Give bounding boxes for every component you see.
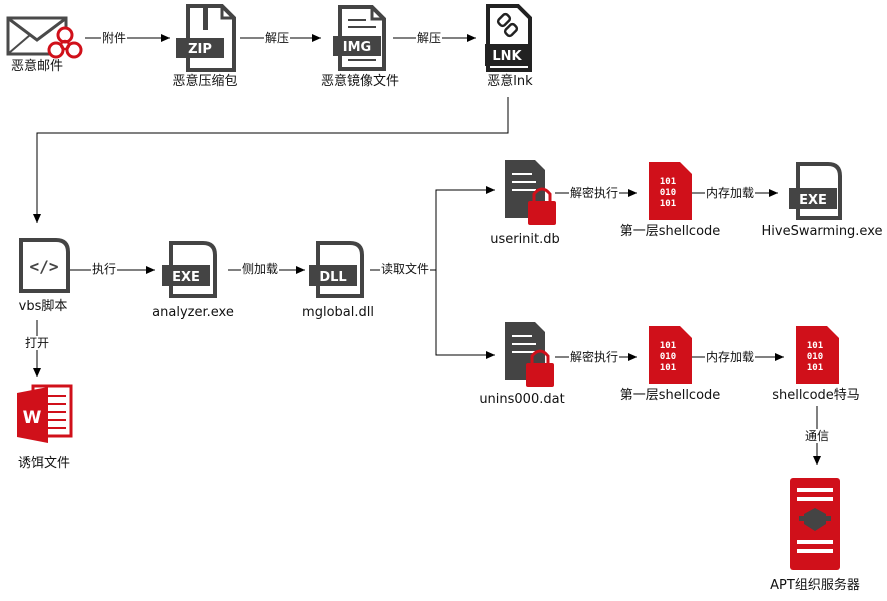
svg-text:</>: </> [30, 257, 59, 276]
svg-text:101: 101 [660, 199, 676, 209]
node-label-hive: HiveSwarming.exe [761, 224, 883, 239]
exe-file-icon: EXE [789, 162, 842, 220]
edge-label-sc-hive: 内存加载 [704, 186, 756, 200]
svg-text:010: 010 [660, 188, 676, 198]
node-label-shellcode-2: 第一层shellcode [619, 388, 721, 403]
script-file-icon: </> [19, 238, 70, 293]
node-label-shellcode-1: 第一层shellcode [619, 224, 721, 239]
node-label-email: 恶意邮件 [10, 59, 64, 74]
edge-label-vbs-lure: 打开 [23, 336, 51, 350]
svg-text:DLL: DLL [319, 270, 346, 285]
edge-label-email-zip: 附件 [100, 31, 128, 45]
node-label-server: APT组织服务器 [770, 578, 860, 593]
svg-text:LNK: LNK [492, 49, 522, 64]
node-label-analyzer: analyzer.exe [152, 305, 234, 320]
edge-lnk-vbs [33, 97, 509, 223]
exe-file-icon: EXE [162, 241, 217, 298]
binary-file-icon: 101 010 101 [796, 326, 839, 384]
svg-text:IMG: IMG [343, 40, 371, 55]
edge-label-mglobal-read: 读取文件 [379, 262, 431, 276]
edge-label-unins-sc: 解密执行 [568, 350, 620, 364]
edge-branch-userinit [435, 186, 495, 270]
node-label-mglobal: mglobal.dll [302, 305, 374, 320]
locked-file-icon [505, 160, 556, 225]
node-label-zip: 恶意压缩包 [172, 74, 238, 89]
binary-file-icon: 101 010 101 [649, 162, 692, 220]
node-label-lure: 诱饵文件 [17, 456, 71, 471]
svg-text:010: 010 [660, 352, 676, 362]
img-file-icon: IMG [333, 5, 386, 71]
svg-text:101: 101 [660, 363, 676, 373]
email-biohazard-icon [6, 16, 83, 62]
node-label-vbs: vbs脚本 [18, 299, 68, 314]
edge-label-img-lnk: 解压 [415, 31, 443, 45]
dll-file-icon: DLL [309, 241, 364, 298]
edge-branch-unins [435, 270, 495, 359]
svg-text:101: 101 [807, 341, 823, 351]
node-label-trojan: shellcode特马 [772, 388, 860, 403]
binary-file-icon: 101 010 101 [649, 326, 692, 384]
node-label-userinit: userinit.db [490, 232, 560, 247]
node-label-lnk: 恶意lnk [487, 74, 533, 89]
edge-label-analyzer-mglobal: 侧加载 [240, 262, 280, 276]
edge-label-userinit-sc: 解密执行 [568, 186, 620, 200]
svg-text:101: 101 [660, 177, 676, 187]
node-label-img: 恶意镜像文件 [320, 74, 400, 89]
svg-text:EXE: EXE [172, 270, 200, 285]
svg-text:101: 101 [807, 363, 823, 373]
server-icon [790, 478, 840, 570]
zip-file-icon: ZIP [176, 4, 236, 72]
lnk-file-icon: LNK [485, 4, 532, 72]
word-document-icon: W [17, 384, 73, 443]
edge-label-vbs-analyzer: 执行 [90, 262, 118, 276]
svg-text:W: W [23, 408, 42, 428]
svg-text:010: 010 [807, 352, 823, 362]
edge-label-zip-img: 解压 [263, 31, 291, 45]
locked-file-icon [505, 322, 554, 387]
svg-text:EXE: EXE [799, 193, 827, 208]
node-label-unins: unins000.dat [479, 392, 565, 407]
edge-label-sc-trojan: 内存加载 [704, 350, 756, 364]
edge-label-trojan-server: 通信 [803, 429, 831, 443]
svg-text:101: 101 [660, 341, 676, 351]
svg-text:ZIP: ZIP [188, 42, 212, 57]
